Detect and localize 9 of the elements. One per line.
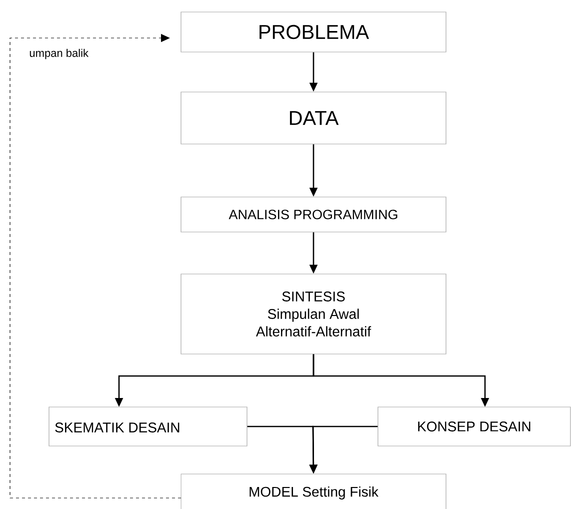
edge-label: umpan balik — [30, 48, 89, 60]
process-box: ANALISIS PROGRAMMING — [180, 196, 446, 232]
process-box: PROBLEMA — [180, 12, 446, 52]
process-box: KONSEP DESAIN — [378, 406, 571, 446]
process-box: MODEL Setting Fisik — [180, 474, 446, 509]
process-box: SINTESIS Simpulan Awal Alternatif-Alternatif — [180, 274, 446, 354]
process-box: SKEMATIK DESAIN — [48, 406, 248, 446]
process-box: DATA — [180, 92, 446, 144]
arrow — [10, 34, 182, 498]
